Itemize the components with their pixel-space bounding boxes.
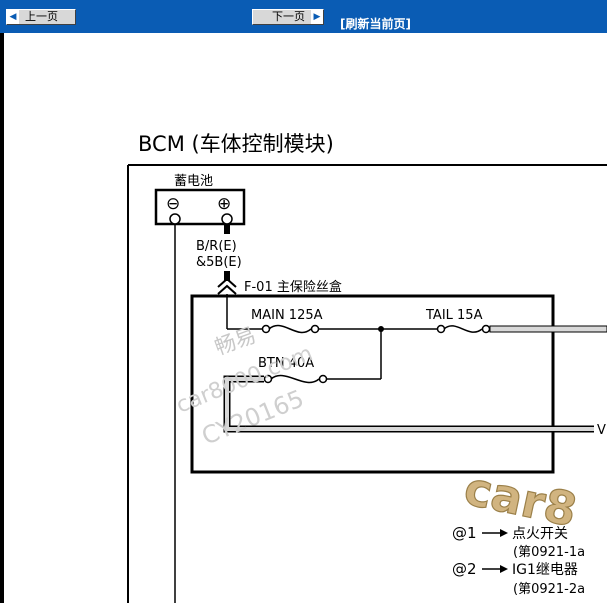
fuse-btn-terminal-b (318, 374, 328, 384)
arrow-right-icon (500, 565, 508, 573)
battery-negative-terminal (169, 213, 181, 225)
fuse-label-tail: TAIL 15A (425, 308, 483, 323)
fuse-label-btn: BTN 40A (258, 356, 314, 371)
fuse-tail-terminal-a (436, 324, 446, 334)
battery-positive-terminal (221, 213, 233, 225)
edge-label-v: V (597, 423, 606, 438)
toolbar: ◀ 上一页 下一页 ▶ [刷新当前页] (0, 0, 607, 33)
next-page-button[interactable]: 下一页 ▶ (252, 9, 324, 25)
fuse-label-main: MAIN 125A (251, 308, 323, 323)
left-border (0, 33, 4, 603)
refresh-page-link[interactable]: [刷新当前页] (340, 17, 411, 31)
tail-output-wire (489, 325, 607, 333)
note-ref-1: @1 (452, 524, 477, 542)
note-sub-2: (第0921-2a (513, 582, 585, 597)
fuse-main-terminal-b (310, 324, 320, 334)
note-text-2: IG1继电器 (512, 562, 578, 578)
next-page-label: 下一页 (272, 10, 305, 23)
main-fuse-box (190, 294, 555, 474)
fuse-tail-symbol-icon (443, 325, 483, 333)
connector-upper-chevron-icon (217, 277, 237, 288)
previous-page-label: 上一页 (25, 10, 58, 23)
wire-color-label-2: &5B(E) (196, 255, 242, 270)
fuse-tail-terminal-b (481, 324, 491, 334)
note-ref-2: @2 (452, 560, 477, 578)
wire-color-label-1: B/R(E) (196, 239, 237, 254)
battery-label: 蓄电池 (174, 174, 213, 189)
note-text-1: 点火开关 (512, 526, 568, 542)
arrow-left-icon: ◀ (7, 10, 19, 24)
fuse-box-label: F-01 主保险丝盒 (244, 279, 342, 295)
note-sub-1: (第0921-1a (513, 545, 585, 560)
diagram-title: BCM (车体控制模块) (138, 132, 334, 156)
arrow-right-icon: ▶ (311, 10, 323, 24)
watermark-changyi: 畅易 (212, 323, 260, 360)
fuse-btn-symbol-icon (270, 374, 320, 384)
fuse-main-symbol-icon (268, 324, 312, 334)
battery-negative-icon: ⊖ (166, 194, 180, 214)
battery-positive-icon: ⊕ (217, 194, 231, 214)
positive-wire-thick-lower (224, 271, 230, 281)
connector-lower-chevron-icon (217, 284, 237, 295)
fuse-main-terminal-a (261, 324, 271, 334)
btn-output-wire (225, 377, 594, 431)
positive-wire-thick (224, 224, 230, 234)
wiring-diagram: BCM (车体控制模块) 蓄电池 ⊖ ⊕ B/R(E) &5B(E) F-01 … (127, 132, 607, 603)
arrow-right-icon (500, 529, 508, 537)
previous-page-button[interactable]: ◀ 上一页 (6, 9, 76, 25)
